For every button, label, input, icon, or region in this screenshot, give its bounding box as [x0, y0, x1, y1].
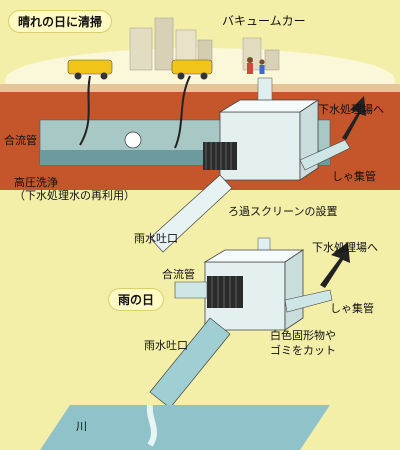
label-outlet-bottom: 雨水吐口: [144, 339, 188, 352]
arrow-to-treatment-bottom: [320, 242, 350, 288]
rainy-day-title: 雨の日: [108, 288, 165, 311]
label-to-treatment-top: 下水処理場へ: [318, 103, 384, 116]
label-high-pressure-wash-2: （下水処理水の再利用）: [14, 189, 135, 202]
interceptor-pipe-bottom: [284, 289, 333, 313]
vacuum-truck-right: [171, 59, 213, 80]
screen-chamber-top: [203, 99, 320, 181]
water-splash: [146, 404, 157, 447]
outlet-pipe-bottom: [149, 317, 231, 409]
river-water: [40, 405, 330, 450]
label-white-solids-2: ゴミをカット: [270, 344, 336, 357]
label-vacuum-car: バキュームカー: [222, 14, 306, 28]
label-white-solids-1: 白色固形物や: [270, 329, 336, 342]
label-interceptor-top: しゃ集管: [332, 170, 376, 183]
mascot-character: [124, 131, 142, 149]
sunny-day-title: 晴れの日に清掃: [8, 10, 113, 33]
screen-chamber-bottom: [203, 237, 305, 331]
people: [247, 57, 265, 74]
city-buildings: [129, 17, 280, 71]
suction-hose-left: [79, 75, 91, 146]
label-high-pressure-wash-1: 高圧洗浄: [14, 176, 58, 189]
combined-pipe-bottom: [174, 281, 208, 299]
outlet-pipe-top: [149, 174, 233, 253]
label-outlet-top: 雨水吐口: [134, 232, 178, 245]
label-screen-install: ろ過スクリーンの設置: [228, 205, 338, 218]
label-combined-pipe-top: 合流管: [4, 134, 37, 147]
interceptor-pipe-top: [299, 139, 351, 171]
arrow-to-treatment-top: [342, 96, 366, 140]
filter-screen-top: [203, 142, 237, 170]
vacuum-truck-left: [67, 59, 113, 80]
label-river: 川: [76, 420, 87, 433]
suction-hose-right: [174, 75, 191, 149]
label-interceptor-bottom: しゃ集管: [330, 302, 374, 315]
filter-screen-bottom: [207, 276, 243, 308]
label-to-treatment-bottom: 下水処理場へ: [312, 241, 378, 254]
label-combined-pipe-bottom: 合流管: [162, 268, 195, 281]
surface-layer: [0, 84, 400, 92]
